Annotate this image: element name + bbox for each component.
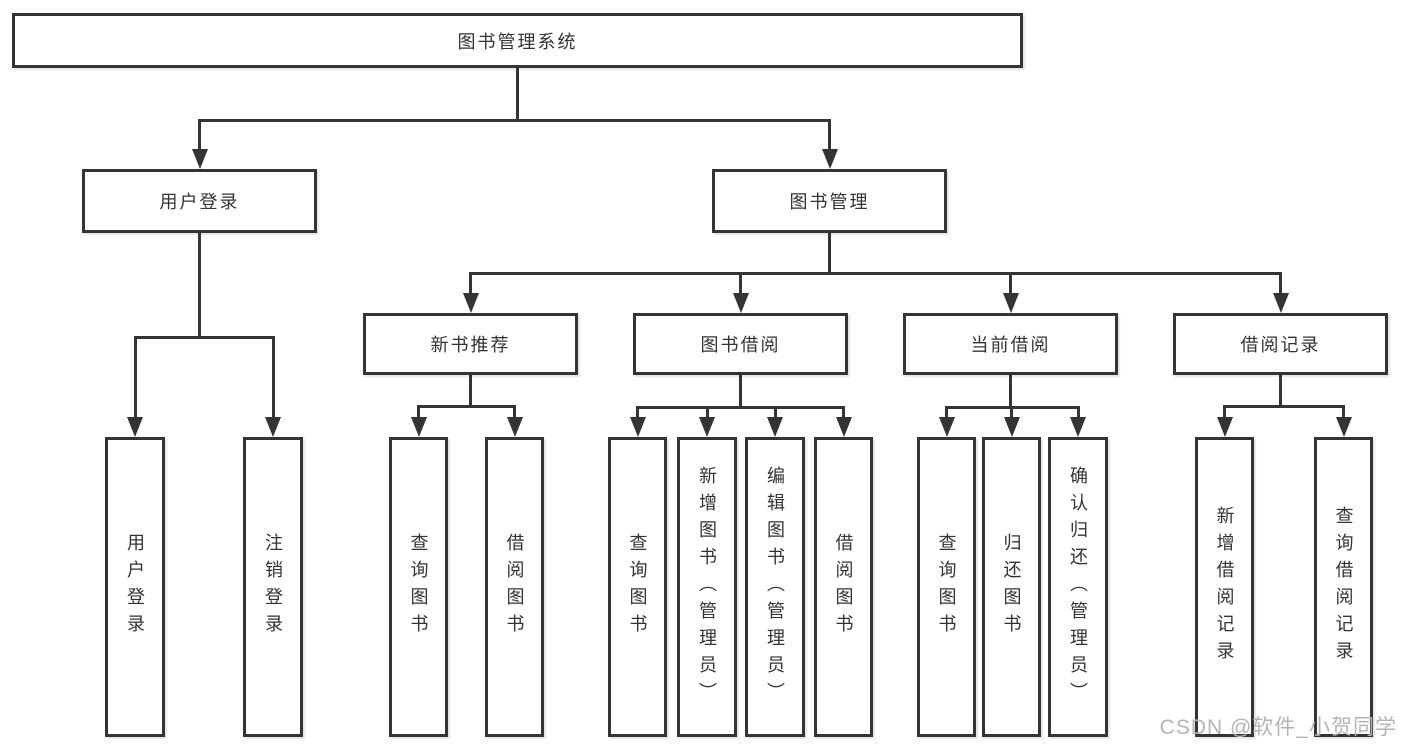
connector-line — [773, 406, 777, 423]
diagram-node-borrow-records: 借阅记录 — [1173, 313, 1388, 375]
node-label: 新增图书（管理员） — [697, 465, 717, 709]
diagram-node-user-login: 用户登录 — [82, 169, 317, 233]
connector-line — [1076, 406, 1080, 423]
node-label: 查询图书 — [408, 533, 429, 641]
connector-line — [739, 272, 742, 299]
connector-line — [1279, 272, 1282, 299]
connector-line — [133, 336, 137, 423]
node-label: 借阅图书 — [504, 533, 525, 641]
diagram-node-leaf-add-book: 新增图书（管理员） — [677, 437, 737, 737]
diagram-node-leaf-query-book-1: 查询图书 — [389, 437, 448, 737]
diagram-node-leaf-edit-book: 编辑图书（管理员） — [745, 437, 805, 737]
connector-line — [636, 406, 845, 409]
connector-arrow-down — [191, 149, 208, 169]
connector-arrow-down — [1070, 417, 1086, 437]
connector-line — [739, 375, 742, 409]
node-label: 注销登录 — [263, 533, 283, 641]
connector-arrow-down — [821, 149, 838, 169]
connector-line — [417, 405, 420, 423]
node-label: 借阅记录 — [1240, 335, 1321, 355]
diagram-node-leaf-borrow-book-2: 借阅图书 — [814, 437, 873, 737]
node-label: 图书管理系统 — [457, 31, 578, 52]
node-label: 新增借阅记录 — [1214, 506, 1235, 668]
connector-line — [417, 405, 516, 408]
connector-line — [705, 406, 709, 423]
watermark: CSDN @软件_小贺同学 — [1159, 716, 1397, 739]
node-label: 查询图书 — [936, 533, 957, 641]
node-label: 确认归还（管理员） — [1068, 465, 1088, 709]
diagram-node-leaf-query-book-3: 查询图书 — [917, 437, 976, 737]
diagram-node-leaf-return-book: 归还图书 — [982, 437, 1041, 737]
connector-line — [469, 272, 1282, 275]
connector-arrow-down — [1003, 417, 1020, 437]
connector-line — [1223, 405, 1345, 408]
connector-arrow-down — [938, 417, 955, 437]
connector-line — [945, 406, 948, 423]
connector-line — [842, 406, 845, 423]
connector-line — [1342, 405, 1345, 423]
connector-line — [1279, 375, 1282, 408]
node-label: 新书推荐 — [430, 335, 511, 355]
diagram-node-leaf-query-record: 查询借阅记录 — [1314, 437, 1373, 737]
diagram-node-leaf-logout: 注销登录 — [243, 437, 303, 737]
connector-line — [1010, 406, 1013, 423]
connector-line — [1223, 405, 1226, 423]
connector-arrow-down — [410, 417, 427, 437]
node-label: 用户登录 — [159, 192, 240, 212]
connector-line — [828, 119, 831, 155]
diagram-node-book-borrow: 图书借阅 — [633, 313, 848, 375]
diagram-node-current-borrow: 当前借阅 — [903, 313, 1118, 375]
connector-line — [469, 272, 472, 299]
connector-line — [198, 119, 201, 155]
node-label: 用户登录 — [125, 533, 145, 641]
diagram-node-leaf-user-login: 用户登录 — [105, 437, 165, 737]
connector-line — [198, 119, 831, 122]
node-label: 当前借阅 — [970, 335, 1051, 355]
connector-arrow-down — [699, 417, 715, 437]
connector-line — [1009, 272, 1012, 299]
connector-line — [828, 233, 831, 275]
diagram-node-root: 图书管理系统 — [12, 13, 1023, 68]
diagram-node-leaf-query-book-2: 查询图书 — [608, 437, 667, 737]
diagram-node-leaf-borrow-book-1: 借阅图书 — [485, 437, 544, 737]
node-label: 查询借阅记录 — [1333, 506, 1354, 668]
connector-arrow-down — [835, 417, 852, 437]
node-label: 编辑图书（管理员） — [765, 465, 785, 709]
connector-arrow-down — [506, 417, 523, 437]
node-label: 查询图书 — [627, 533, 648, 641]
connector-line — [513, 405, 516, 423]
connector-line — [271, 336, 275, 423]
node-label: 归还图书 — [1001, 533, 1022, 641]
connector-arrow-down — [1335, 417, 1352, 437]
connector-line — [198, 233, 201, 339]
connector-arrow-down — [265, 417, 281, 437]
diagram-node-leaf-confirm-return: 确认归还（管理员） — [1048, 437, 1108, 737]
connector-line — [1009, 375, 1012, 409]
connector-arrow-down — [127, 417, 143, 437]
connector-line — [516, 68, 519, 122]
diagram-node-book-mgmt: 图书管理 — [712, 169, 947, 233]
diagram-node-leaf-add-record: 新增借阅记录 — [1195, 437, 1254, 737]
diagram-node-new-book-rec: 新书推荐 — [363, 313, 578, 375]
connector-arrow-down — [1002, 293, 1019, 313]
node-label: 图书管理 — [789, 192, 870, 212]
connector-arrow-down — [629, 417, 646, 437]
connector-line — [636, 406, 639, 423]
connector-line — [469, 375, 472, 408]
connector-arrow-down — [732, 293, 749, 313]
connector-arrow-down — [767, 417, 783, 437]
connector-arrow-down — [462, 293, 479, 313]
node-label: 图书借阅 — [700, 335, 781, 355]
connector-line — [133, 336, 275, 339]
node-label: 借阅图书 — [833, 533, 854, 641]
connector-arrow-down — [1216, 417, 1233, 437]
connector-arrow-down — [1272, 293, 1289, 313]
